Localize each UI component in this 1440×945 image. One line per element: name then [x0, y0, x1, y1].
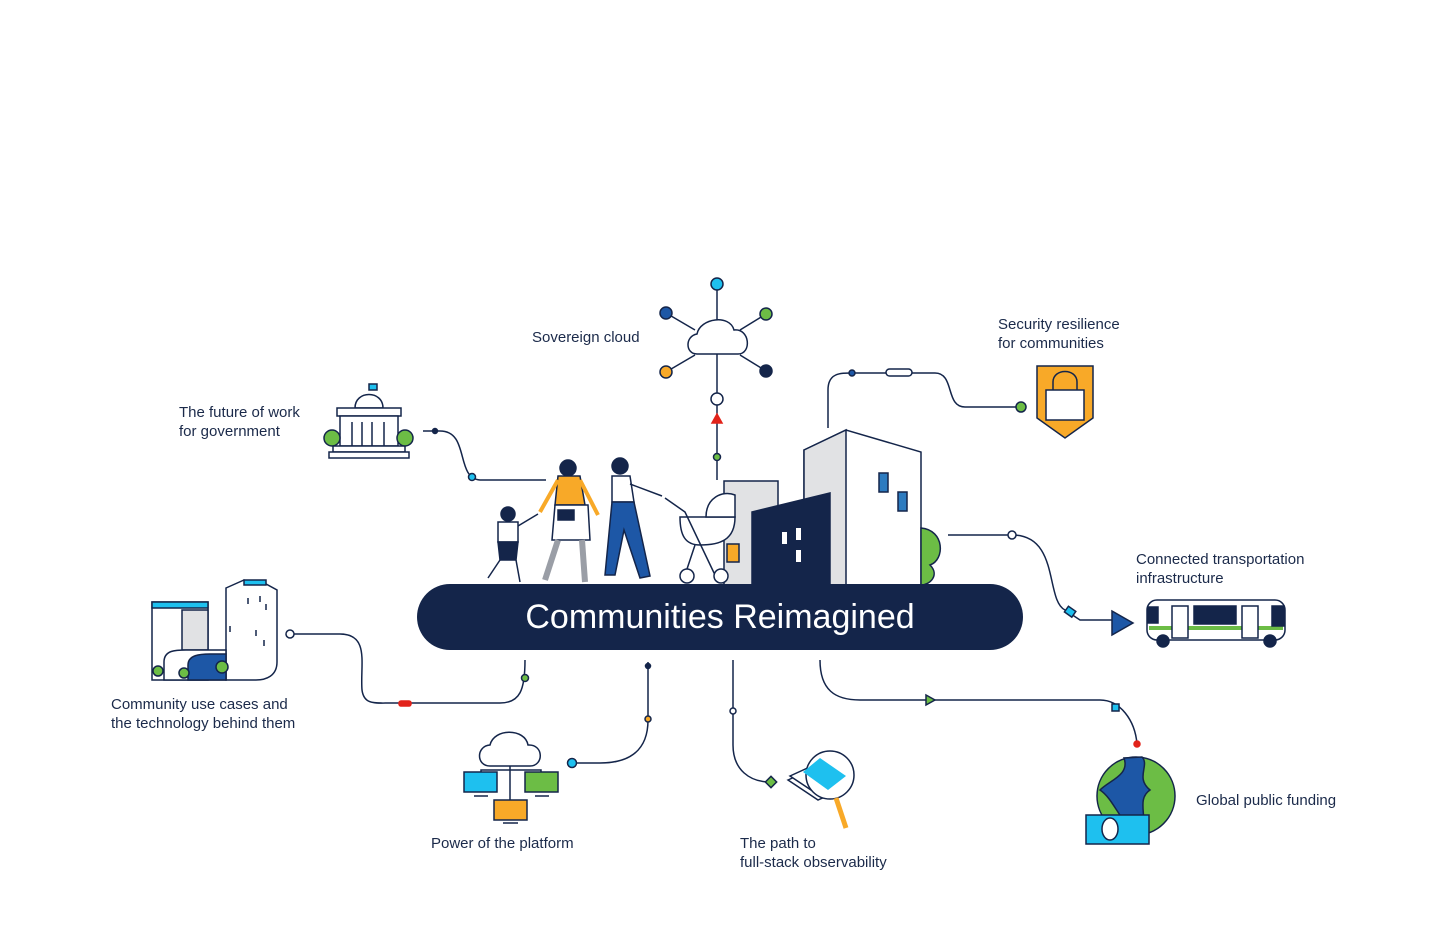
topic-security-resilience[interactable]: Security resilience for communities	[998, 315, 1120, 353]
padlock-shield-icon	[1036, 365, 1094, 439]
topic-full-stack-observability[interactable]: The path to full-stack observability	[740, 834, 887, 872]
connector-lines	[290, 372, 1138, 783]
bus-icon	[1146, 599, 1286, 648]
topic-label: The path to	[740, 835, 816, 852]
topic-label: Global public funding	[1196, 792, 1337, 809]
topic-label: the technology behind them	[111, 715, 296, 732]
cloud-computers-icon	[463, 731, 559, 824]
globe-money-icon	[1085, 756, 1176, 845]
banner-title: Communities Reimagined	[525, 597, 915, 636]
city-buildings-icon	[151, 579, 278, 681]
magnifier-icon	[786, 750, 855, 829]
topic-label: Security resilience	[998, 316, 1120, 333]
communities-reimagined-banner: Communities Reimagined	[417, 584, 1023, 650]
connector-nodes	[285, 368, 1141, 789]
topic-community-use-cases[interactable]: Community use cases and the technology be…	[111, 695, 295, 733]
topic-label: full-stack observability	[740, 854, 887, 871]
topic-label: Connected transportation	[1136, 551, 1305, 568]
topic-sovereign-cloud[interactable]: Sovereign cloud	[532, 328, 640, 347]
topic-label: infrastructure	[1136, 570, 1224, 587]
topic-label: Sovereign cloud	[532, 329, 640, 346]
topic-label: for government	[179, 423, 280, 440]
topic-label: Power of the platform	[431, 835, 574, 852]
topic-global-public-funding[interactable]: Global public funding	[1196, 791, 1336, 810]
topic-label: for communities	[998, 335, 1104, 352]
capitol-building-icon	[323, 383, 414, 459]
topic-label: The future of work	[179, 404, 300, 421]
topic-label: Community use cases and	[111, 696, 288, 713]
topic-future-of-work[interactable]: The future of work for government	[179, 403, 300, 441]
city-scene	[487, 428, 942, 586]
cloud-network-icon	[659, 277, 773, 406]
topic-connected-transportation[interactable]: Connected transportation infrastructure	[1136, 550, 1304, 588]
topic-power-of-platform[interactable]: Power of the platform	[431, 834, 574, 853]
